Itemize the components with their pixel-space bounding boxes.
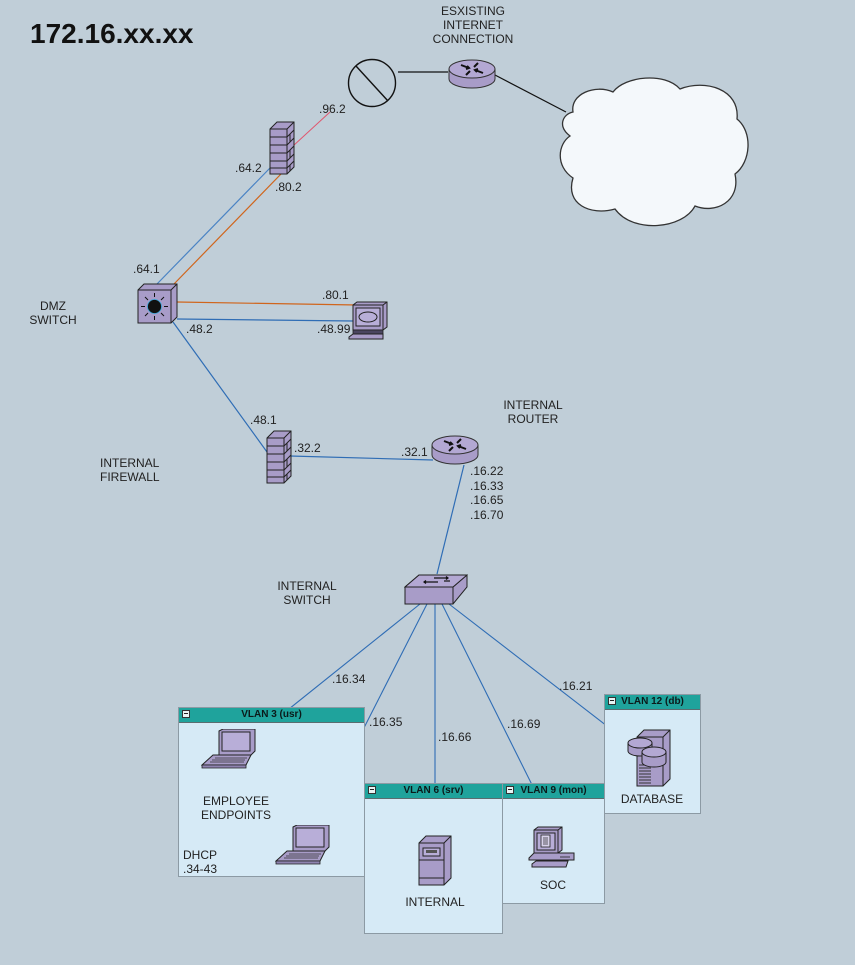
server-tower-icon[interactable] <box>418 835 452 887</box>
vlan12-header: VLAN 12 (db) <box>605 695 700 710</box>
vlan3-group: VLAN 3 (usr) <box>178 707 365 877</box>
link-dmz-switch-to-host-blue <box>176 318 354 322</box>
ip-label-vlan6: .16.66 <box>438 730 472 744</box>
dmz-workstation-icon[interactable] <box>347 301 389 343</box>
vlan3-title: VLAN 3 (usr) <box>241 709 302 720</box>
vlan3-header: VLAN 3 (usr) <box>179 708 364 723</box>
vlan6-label: INTERNAL <box>405 895 465 909</box>
internal-switch-label: INTERNAL SWITCH <box>277 579 337 607</box>
vlan9-label: SOC <box>539 878 566 892</box>
ip-label-router-down: .16.22 .16.33 .16.65 .16.70 <box>470 464 504 523</box>
dmz-firewall-icon[interactable] <box>269 121 295 175</box>
internet-connection-label: ESXISTING INTERNET CONNECTION <box>432 4 514 46</box>
ip-label-vlan3-b: .16.35 <box>369 715 403 729</box>
vlan9-title: VLAN 9 (mon) <box>520 785 587 796</box>
laptop-icon[interactable] <box>275 825 331 865</box>
vlan6-group: VLAN 6 (srv) <box>364 783 503 934</box>
vlan3-dhcp-note: DHCP .34-43 <box>183 848 218 876</box>
vlan3-collapse-button[interactable] <box>182 710 190 718</box>
link-internet-router-to-cloud <box>494 74 567 113</box>
dmz-switch-label: DMZ SWITCH <box>29 299 77 327</box>
ip-label-vlan12: .16.21 <box>559 679 593 693</box>
link-internal-firewall-to-router <box>289 455 434 461</box>
database-server-icon[interactable] <box>627 729 673 789</box>
ip-label-sw-down: .48.2 <box>186 322 213 336</box>
vlan6-title: VLAN 6 (srv) <box>403 785 464 796</box>
ip-label-host-blue: .48.99 <box>317 322 351 336</box>
vlan12-title: VLAN 12 (db) <box>621 696 684 707</box>
link-router-to-internal-switch <box>436 464 465 575</box>
dmz-switch-icon[interactable] <box>137 283 178 324</box>
link-dmz-firewall-to-outside <box>292 111 331 147</box>
internal-firewall-label: INTERNAL FIREWALL <box>100 456 160 484</box>
vlan6-collapse-button[interactable] <box>368 786 376 794</box>
internet-router-icon[interactable] <box>447 57 497 92</box>
ip-label-router-left: .32.1 <box>401 445 428 459</box>
no-entry-icon[interactable] <box>346 57 398 109</box>
internal-switch-icon[interactable] <box>404 573 468 605</box>
internal-router-label: INTERNAL ROUTER <box>503 398 563 426</box>
ip-label-ifw-up: .48.1 <box>250 413 277 427</box>
ip-label-vlan9: .16.69 <box>507 717 541 731</box>
vlan12-label: DATABASE <box>620 792 684 806</box>
link-dmz-switch-to-firewall-blue <box>156 167 271 285</box>
ip-label-fw-dmz-a: .64.2 <box>235 161 262 175</box>
ip-label-fw-out: .96.2 <box>319 102 346 116</box>
link-dmz-switch-to-firewall-orange <box>173 173 282 285</box>
vlan6-header: VLAN 6 (srv) <box>365 784 502 799</box>
ip-label-fw-dmz-b: .80.2 <box>275 180 302 194</box>
internet-cloud-icon[interactable] <box>555 74 755 230</box>
vlan9-group: VLAN 9 (mon) <box>502 783 605 904</box>
vlan12-collapse-button[interactable] <box>608 697 616 705</box>
ip-label-ifw-right: .32.2 <box>294 441 321 455</box>
ip-label-sw-host-orange: .80.1 <box>322 288 349 302</box>
vlan3-label: EMPLOYEE ENDPOINTS <box>200 794 271 822</box>
internal-router-icon[interactable] <box>430 433 480 468</box>
network-title: 172.16.xx.xx <box>30 18 194 49</box>
ip-label-vlan3-a: .16.34 <box>332 672 366 686</box>
vlan9-collapse-button[interactable] <box>506 786 514 794</box>
internal-firewall-icon[interactable] <box>266 430 292 484</box>
link-dmz-switch-to-host-orange <box>176 301 358 306</box>
link-dmz-switch-to-internal-firewall <box>172 321 268 453</box>
vlan9-header: VLAN 9 (mon) <box>503 784 604 799</box>
ip-label-sw-up: .64.1 <box>133 262 160 276</box>
laptop-icon[interactable] <box>201 729 257 769</box>
monitoring-workstation-icon[interactable] <box>528 826 578 870</box>
